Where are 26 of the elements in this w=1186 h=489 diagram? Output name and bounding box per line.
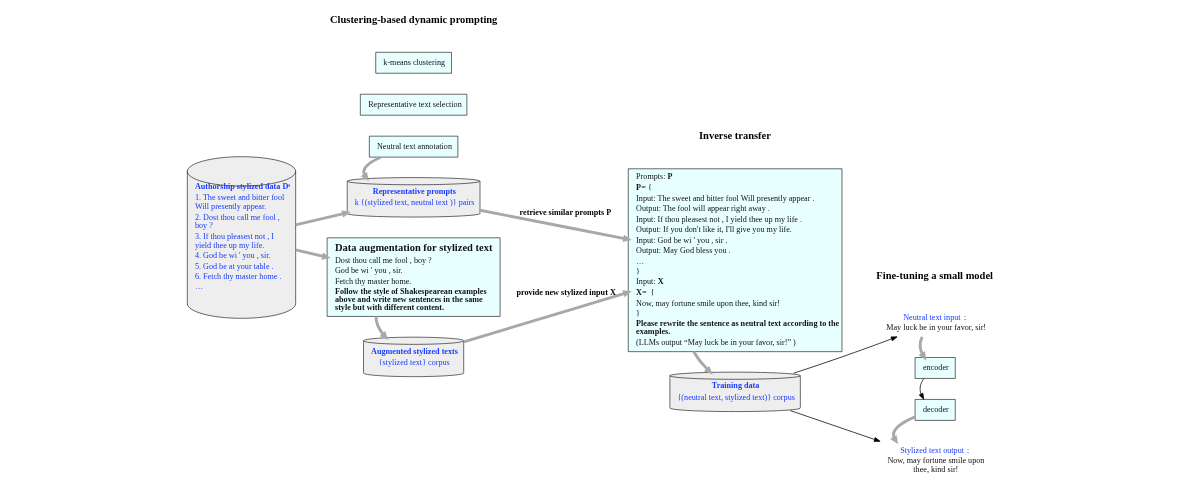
arrow [692, 351, 713, 375]
label: Clustering-based dynamic prompting [330, 13, 498, 25]
arrow [789, 410, 881, 442]
arrow [360, 155, 382, 182]
label: Inverse transfer [699, 130, 771, 142]
label: Fine-tuning a small model [876, 270, 993, 282]
node-box: k-means clustering [375, 52, 452, 74]
arrow [295, 248, 331, 260]
arrow [890, 415, 916, 445]
node-box: Neutral text annotation [369, 135, 459, 158]
arrow [463, 290, 632, 344]
node-box: encoder [914, 357, 956, 379]
node-text: Neutral text input： May luck be in your favor, sir! [886, 312, 987, 333]
arrow [918, 336, 927, 361]
arrow [918, 378, 925, 400]
arrow [479, 208, 632, 243]
node-box: Representative text selection [360, 93, 468, 116]
arrow [374, 316, 389, 340]
node-box: decoder [914, 399, 956, 421]
arrow [793, 336, 898, 374]
node-text: Stylized text output： Now, may fortune smile upon thee, kind sir! [887, 445, 985, 474]
node-box: Data augmentation for stylized text Dost thou call me fool , boy ? God be wi ' you , sir. Fetch thy master home. Follow the style of Shakespearean examples above and write new sentences in the same style but with different content. [326, 237, 501, 317]
edge-label: retrieve similar prompts P [519, 207, 612, 217]
edge-label: provide new stylized input X [516, 287, 616, 297]
node-box: Prompts: P P= { Input: The sweet and bitter fool Will presently appear . Output: The fool will appear right away . Input: If thou pleasest not , I yield thee up my life . Output: If you don't like it, I'll give you my life. Input: God be wi ' you , sir . Output: May God bless you . … } Input: X X= { Now, may fortune smile upon thee, kind sir! } Please rewrite the sentence as neutral text according to the examples. (LLMs output “May luck be in your favor, sir!” ) [627, 168, 843, 352]
arrow [295, 210, 351, 227]
